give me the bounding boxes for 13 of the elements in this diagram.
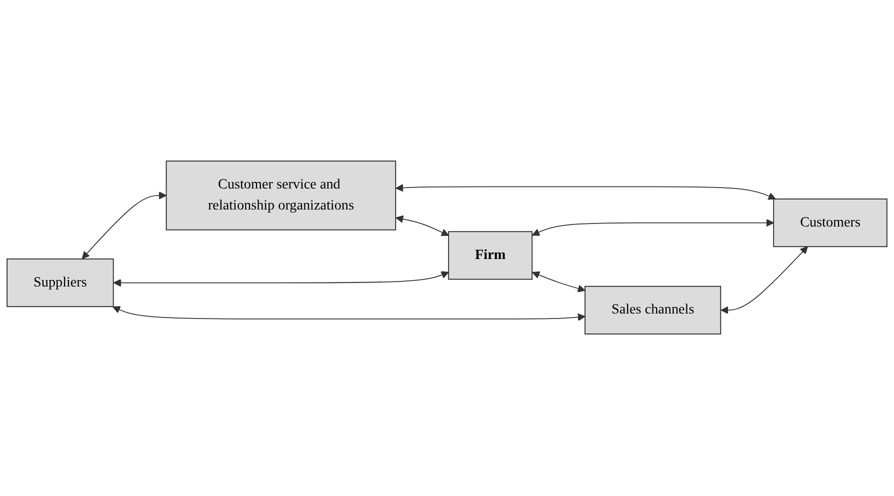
node-box: Firm: [448, 232, 533, 280]
node-box: Sales channels: [584, 286, 722, 335]
node-box: Customers: [773, 199, 888, 248]
arrow: [532, 219, 774, 236]
arrow: [396, 216, 449, 236]
arrow: [113, 272, 449, 288]
arrow: [82, 192, 167, 260]
arrow: [112, 306, 586, 322]
arrow: [396, 184, 776, 200]
arrow: [532, 272, 586, 293]
node-box: Suppliers: [6, 259, 114, 308]
arrow: [720, 246, 808, 315]
node-box: Customer service and relationship organizations: [166, 161, 396, 231]
